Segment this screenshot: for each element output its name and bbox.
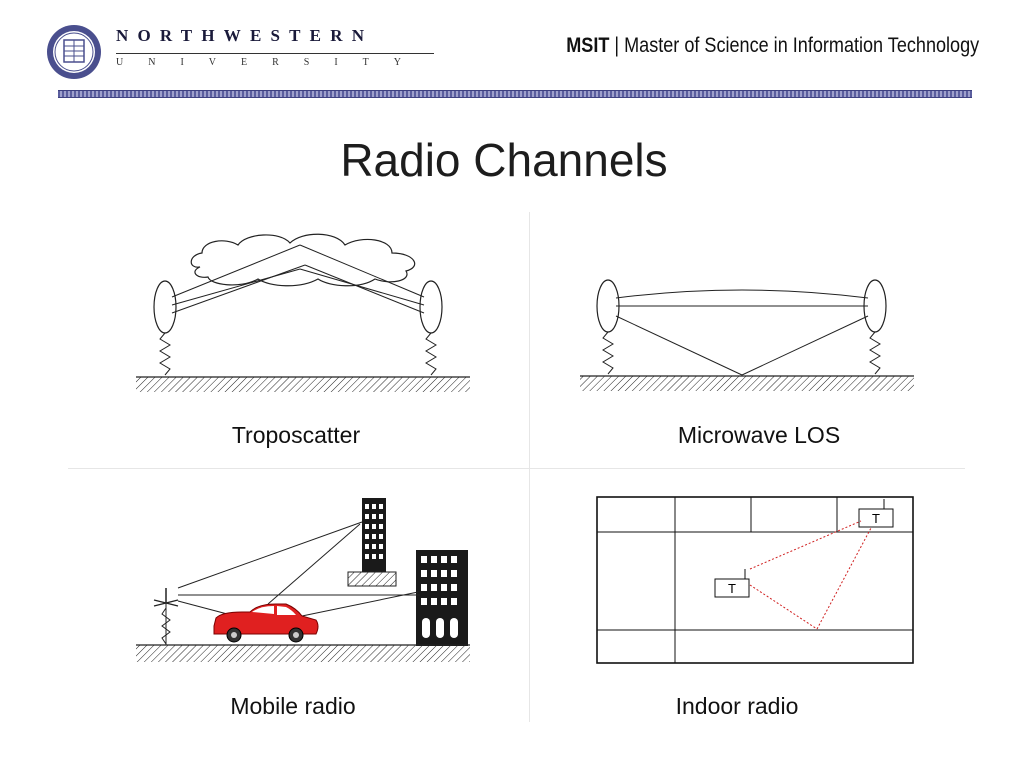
- dish-left: [596, 279, 620, 333]
- mobile-radio-diagram: [136, 498, 470, 662]
- program-abbr: MSIT: [566, 34, 610, 57]
- program-title: MSIT | Master of Science in Information …: [566, 34, 979, 58]
- university-seal-icon: [47, 25, 101, 79]
- header-divider: [58, 90, 972, 98]
- dish-left: [153, 280, 177, 334]
- slide-title: Radio Channels: [340, 134, 668, 186]
- cloud-shape: [190, 233, 416, 287]
- university-name: NORTHWESTERN: [116, 26, 374, 45]
- transmitter-box: [858, 508, 894, 528]
- ground-hatch: [136, 645, 470, 662]
- ground-hatch: [136, 377, 470, 392]
- caption-microwave-los: Microwave LOS: [677, 422, 841, 448]
- car-icon: [213, 603, 319, 643]
- university-subtitle: UNIVERSITY: [116, 57, 426, 68]
- caption-mobile-radio: Mobile radio: [230, 693, 356, 719]
- receiver-box: [714, 578, 750, 598]
- receiver-label: T: [728, 581, 736, 596]
- indoor-radio-diagram: T T: [596, 496, 914, 664]
- dish-right: [419, 280, 443, 334]
- grid-divider-vertical: [529, 212, 530, 722]
- caption-indoor-radio: Indoor radio: [675, 693, 799, 719]
- university-logo: NORTHWESTERN UNIVERSITY: [46, 24, 434, 80]
- program-separator: |: [614, 34, 619, 57]
- ground-hatch: [580, 376, 914, 391]
- troposcatter-diagram: [136, 233, 470, 392]
- caption-troposcatter: Troposcatter: [231, 422, 361, 448]
- grid-divider-horizontal: [68, 468, 965, 469]
- microwave-los-diagram: [580, 279, 914, 391]
- logo-rule: [116, 53, 434, 54]
- program-name: Master of Science in Information Technol…: [623, 34, 979, 57]
- transmitter-label: T: [872, 511, 880, 526]
